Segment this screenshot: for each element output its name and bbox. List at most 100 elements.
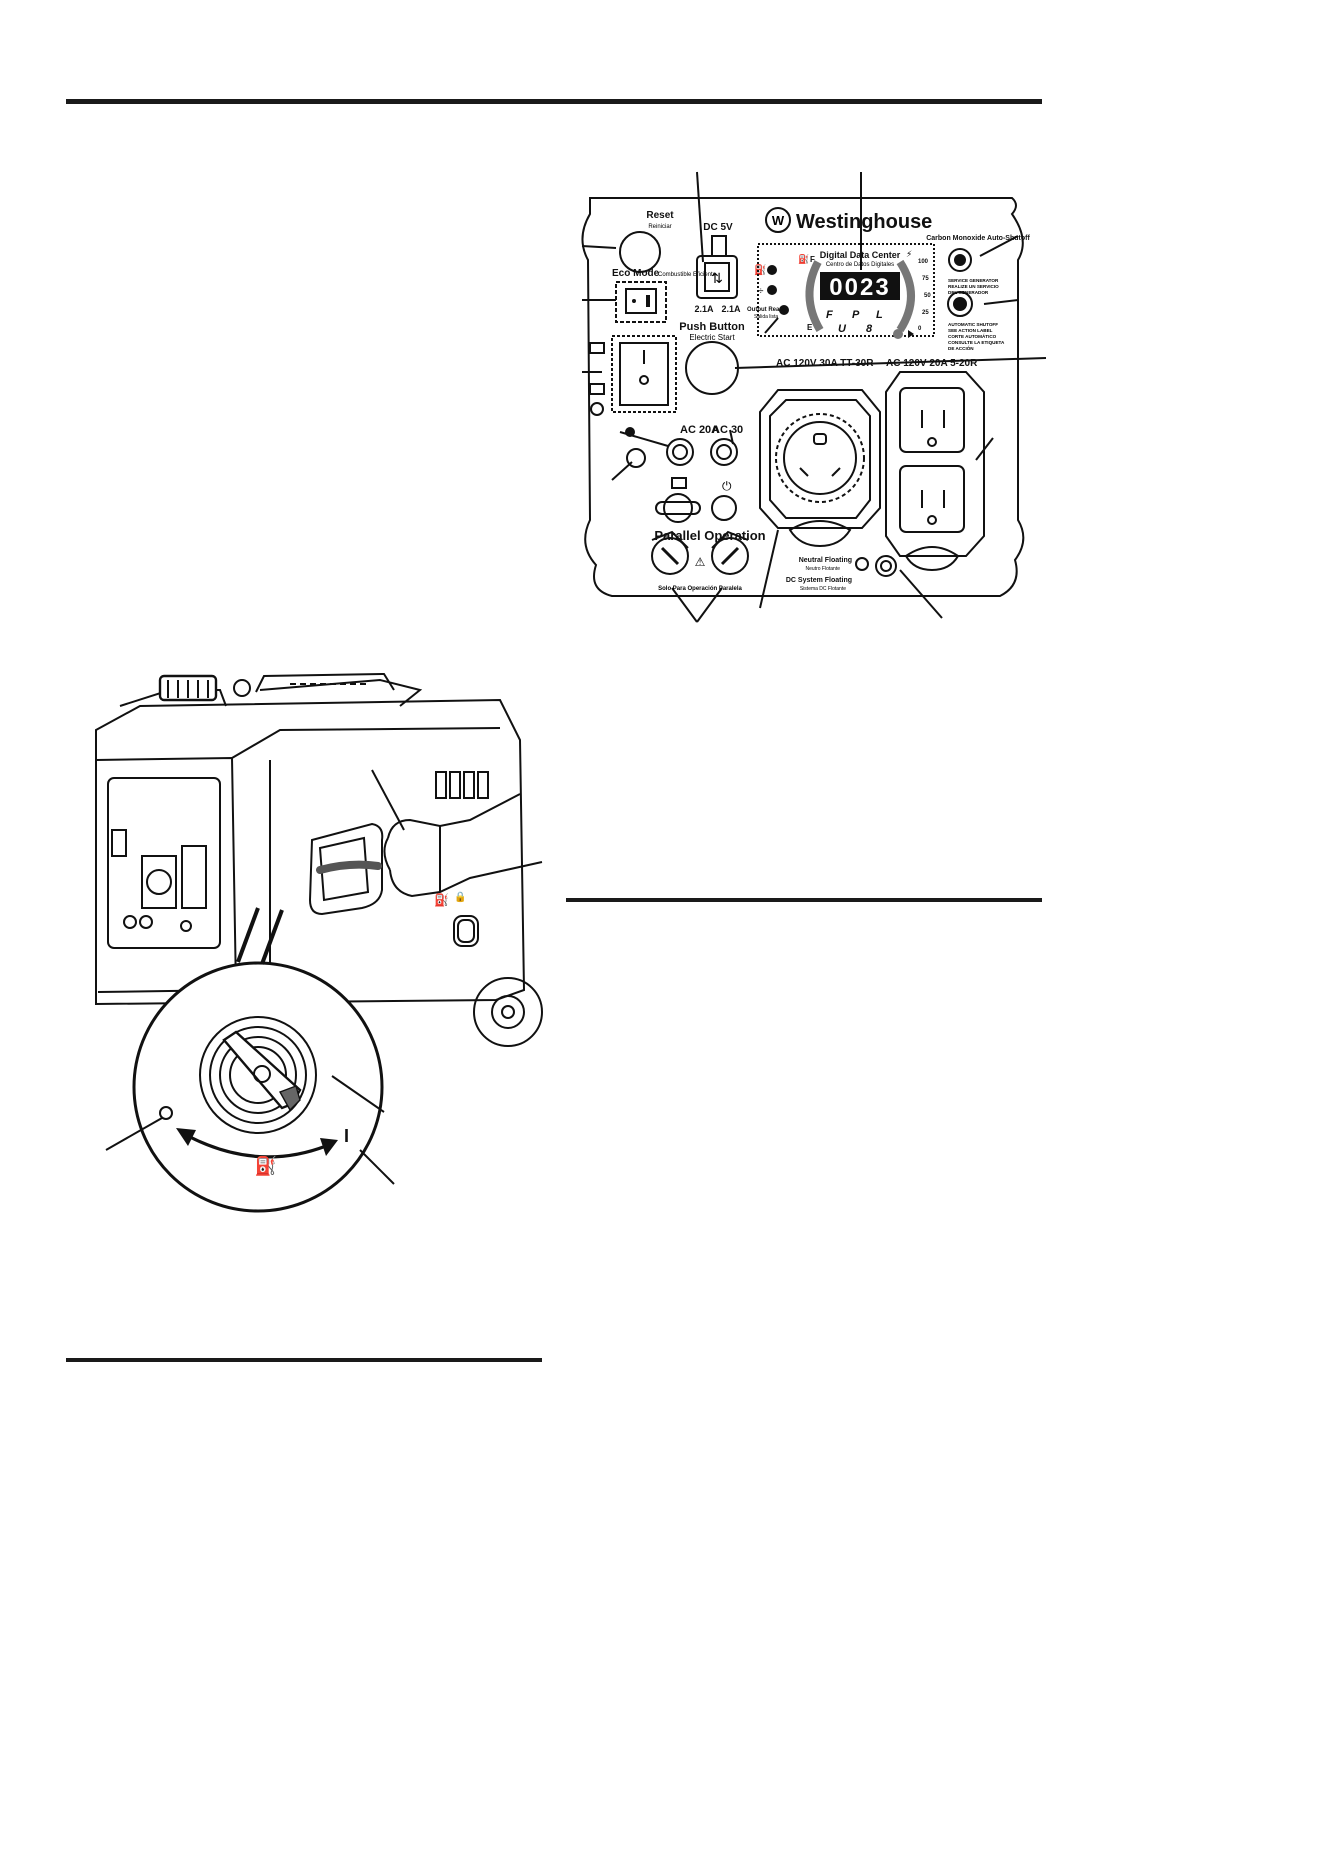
co-service-line-3: DEL GENERADOR	[948, 290, 989, 295]
power-button[interactable]	[711, 495, 737, 521]
fuel-hose	[316, 860, 382, 874]
oil-led	[767, 265, 777, 275]
ind-l: L	[876, 309, 883, 321]
power-icon: ⏻	[722, 479, 732, 493]
overload-icon: ÷	[758, 286, 764, 297]
warning-icon: ⚠	[695, 555, 706, 569]
off-position-marker	[159, 1106, 173, 1120]
section-rule-left	[66, 1358, 542, 1362]
hand-arm	[383, 793, 543, 898]
ground-icon	[855, 557, 869, 571]
battery-off-icon	[589, 383, 605, 395]
control-panel-figure: Reset Reiniciar Eco Mode Combustible Efi…	[581, 171, 1046, 623]
ac120v20a-label: AC 120V 20A 5-20R	[886, 358, 978, 369]
fuel-gauge-arc	[805, 260, 824, 333]
parallel-sub-label: Solo Para Operación Paralela	[658, 586, 742, 592]
logo-badge	[233, 679, 251, 697]
usb-right-amp: 2.1A	[721, 304, 741, 314]
rotation-arrow	[187, 1134, 327, 1159]
co-service-line-2: REALIZE UN SERVICIO	[948, 284, 999, 289]
parallel-port-right[interactable]	[711, 537, 749, 575]
oil-icon: ⛽	[754, 263, 766, 276]
co-auto-line-4: CONSULTE LA ETIQUETA	[948, 340, 1005, 345]
ind-8: 8	[866, 323, 873, 335]
push-button-label: Push Button	[679, 321, 745, 333]
co-auto-line-2: SEE ACTION LABEL	[948, 328, 993, 333]
wheel	[473, 977, 543, 1047]
eco-mode-switch[interactable]	[615, 281, 667, 323]
push-button-sublabel: Electric Start	[689, 333, 735, 342]
ddc-mode-button[interactable]	[893, 329, 903, 339]
battery-charge-icon	[671, 477, 687, 489]
scale-100: 100	[918, 259, 929, 265]
parallel-port-left[interactable]	[651, 537, 689, 575]
section-rule-right	[566, 898, 1042, 902]
power-gauge-arc	[896, 259, 915, 333]
gauge-full: F	[810, 255, 815, 264]
scale-25: 25	[922, 310, 929, 316]
body-lock-icon: 🔒	[454, 891, 466, 903]
neutral-floating-label: Neutral Floating	[799, 557, 852, 564]
dc-charge-port[interactable]	[663, 493, 693, 523]
mini-control-panel	[107, 777, 221, 949]
output-ready-label: Output Ready	[747, 307, 787, 313]
fuel-icon: ⛽	[255, 1155, 277, 1176]
electric-start-button[interactable]	[685, 341, 739, 395]
brand-name: Westinghouse	[796, 211, 932, 233]
ind-p: P	[852, 309, 860, 321]
stop-icon	[590, 402, 604, 416]
body-fuel-icon: ⛽	[434, 893, 449, 907]
ac20a-label: AC 20A	[680, 424, 719, 436]
co-shutoff-led	[947, 291, 973, 317]
ac20a-breaker[interactable]	[666, 438, 694, 466]
fuel-cap[interactable]	[158, 674, 218, 702]
co-auto-line-5: DE ACCIÓN	[948, 344, 974, 351]
ac30a-breaker[interactable]	[710, 438, 738, 466]
on-position-marker: I	[344, 1126, 349, 1146]
panel-outline	[581, 197, 1025, 597]
dc-floating-sublabel: Sistema DC Flotante	[800, 586, 846, 592]
reset-label: Reset	[646, 210, 674, 221]
light-sensor	[626, 448, 646, 468]
light-icon	[625, 427, 635, 437]
reset-sublabel: Reiniciar	[648, 224, 671, 230]
usb-port[interactable]	[696, 255, 738, 299]
duplex-receptacle[interactable]	[885, 371, 985, 557]
gauge-empty: E	[807, 323, 813, 332]
ind-u: U	[838, 323, 847, 335]
overload-led	[767, 285, 777, 295]
fuel-valve-knob-small	[453, 915, 479, 947]
co-service-line-1: SERVICE GENERATOR	[948, 278, 999, 283]
neutral-floating-sublabel: Neutro Flotante	[806, 566, 841, 572]
eco-mode-label: Eco Mode	[612, 268, 660, 279]
svg-text:W: W	[772, 213, 785, 228]
reset-button[interactable]	[619, 231, 661, 273]
dc5v-label: DC 5V	[703, 222, 733, 233]
digital-data-center	[757, 243, 935, 337]
tt30r-receptacle[interactable]	[759, 389, 881, 529]
top-rule	[66, 99, 1042, 104]
scale-0: 0	[918, 326, 922, 332]
ddc-subtitle: Centro de Datos Digitales	[826, 262, 894, 268]
co-auto-line-3: CORTE AUTOMÁTICO	[948, 333, 997, 339]
side-access-door	[308, 822, 384, 916]
ddc-title: Digital Data Center	[820, 250, 901, 260]
carry-handle	[255, 672, 395, 693]
battery-icon	[589, 342, 605, 354]
parallel-operation-label: Parallel Operation	[654, 528, 765, 543]
engine-switch[interactable]	[611, 335, 677, 413]
westinghouse-logo-icon	[765, 207, 791, 233]
scale-50: 50	[924, 293, 931, 299]
lightning-icon: ⚡	[906, 249, 912, 259]
ground-terminal[interactable]	[875, 555, 897, 577]
eco-mode-sublabel: Combustible Eficiente	[658, 272, 717, 278]
lcd-display	[820, 272, 900, 300]
output-ready-led	[779, 305, 789, 315]
co-title: Carbon Monoxide Auto-Shutoff	[926, 235, 1030, 242]
usb-icon: ⇅	[711, 270, 723, 286]
dc-floating-label: DC System Floating	[786, 577, 852, 584]
lcd-readout: 0023	[829, 274, 890, 301]
fuel-pump-icon: ⛽	[798, 253, 809, 264]
ac120v30a-label: AC 120V 30A TT-30R	[776, 358, 874, 369]
usb-left-amp: 2.1A	[694, 304, 714, 314]
